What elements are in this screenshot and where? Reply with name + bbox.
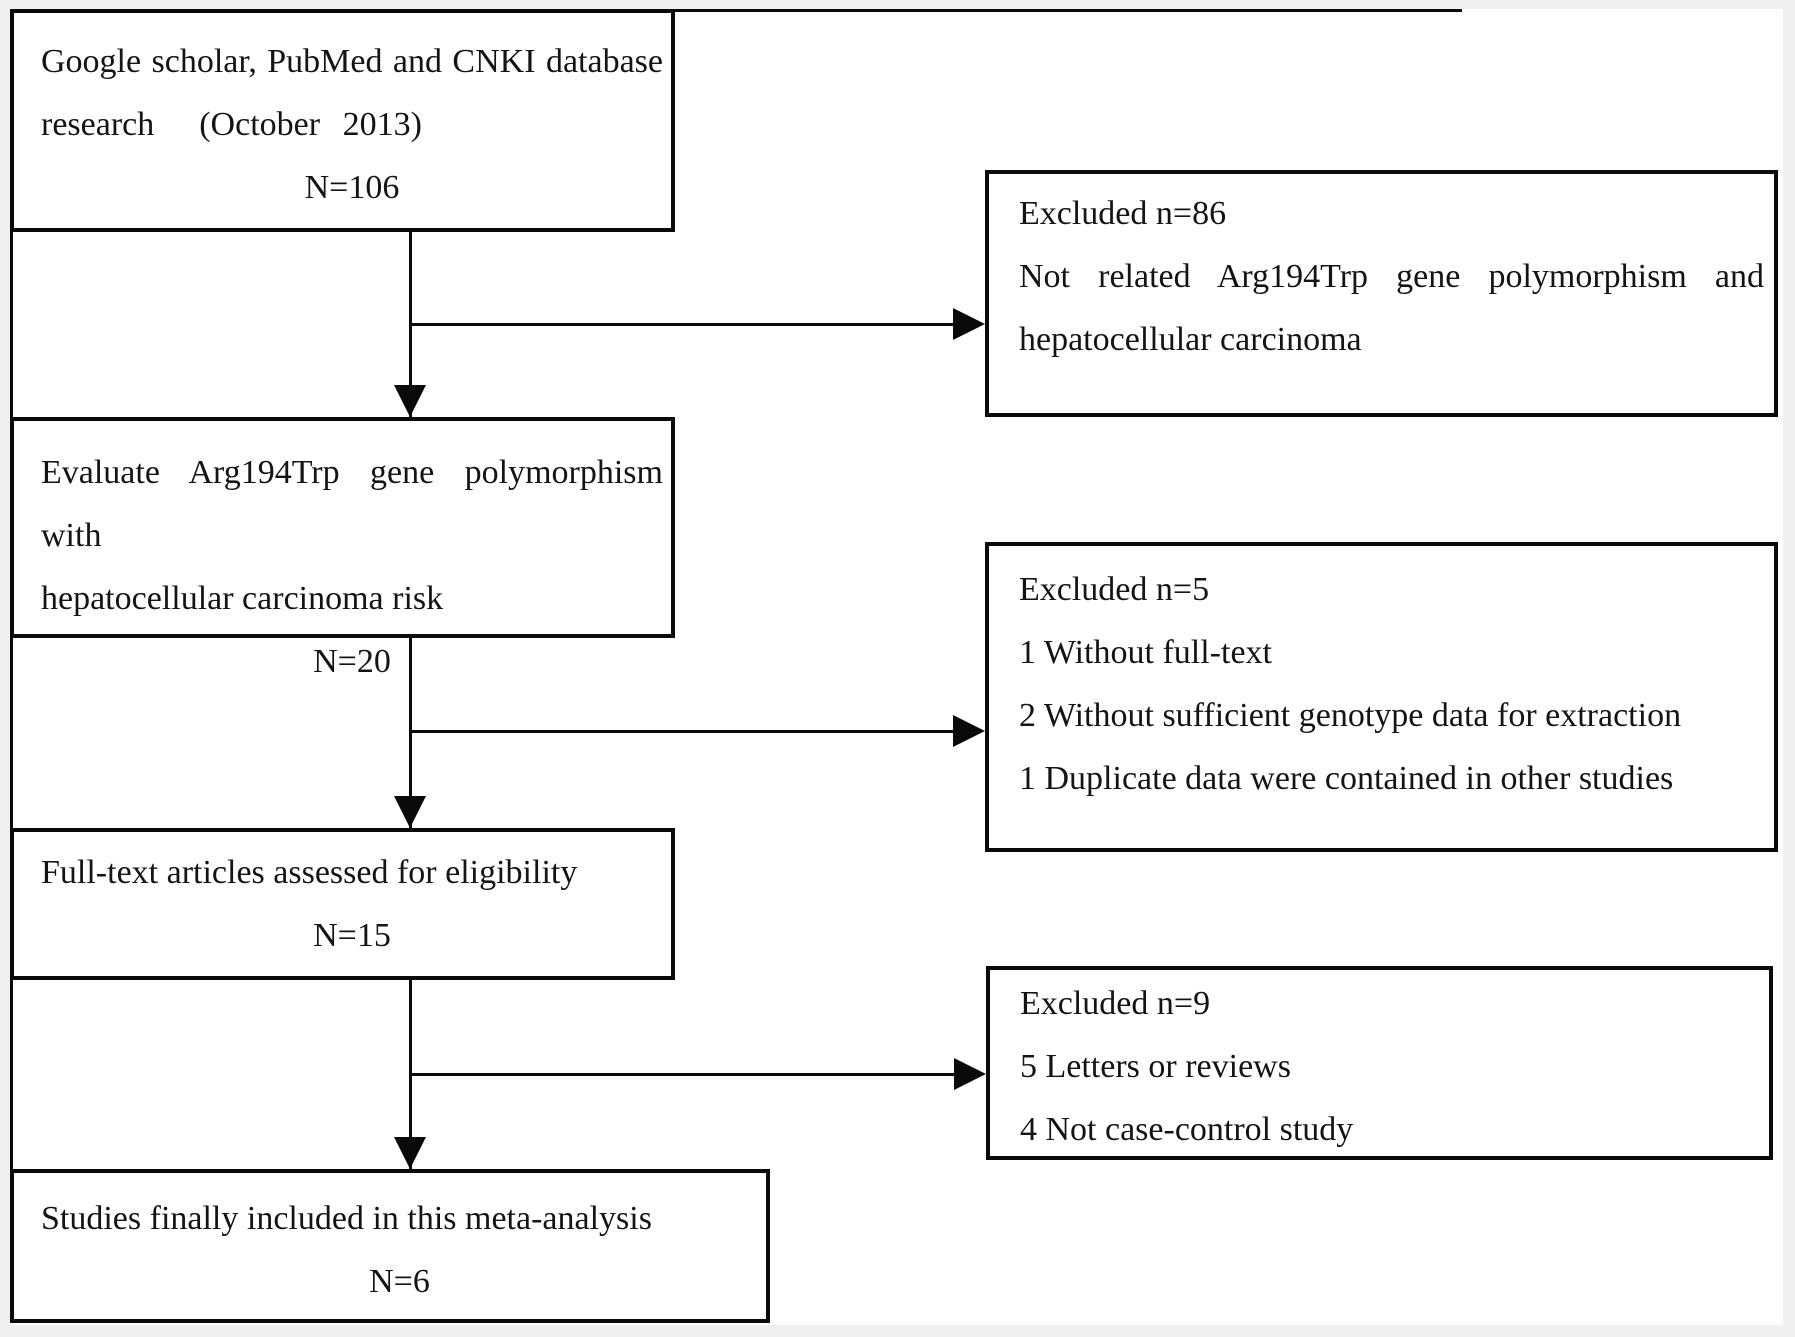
box-evaluate-polymorphism: Evaluate Arg194Trp gene polymorphism wit… xyxy=(10,417,675,680)
box-text-line: Full-text articles assessed for eligibil… xyxy=(41,854,578,891)
arrow-down-2-head xyxy=(394,796,426,828)
box-text-line: 2 Without sufficient genotype data for e… xyxy=(1019,697,1682,734)
box-count-label: N=106 xyxy=(304,169,400,206)
box-text-line: 5 Letters or reviews xyxy=(1020,1048,1291,1085)
arrow-down-3-head xyxy=(394,1137,426,1169)
arrow-right-3-head xyxy=(954,1058,986,1090)
arrow-right-1-head xyxy=(953,308,985,340)
box-database-search: Google scholar, PubMed and CNKI database… xyxy=(10,9,675,232)
box-count-label: N=6 xyxy=(369,1263,430,1300)
box-count-label: N=20 xyxy=(313,643,391,680)
box-text-line: 1 Duplicate data were contained in other… xyxy=(1019,760,1674,797)
box-text-line: Google scholar, PubMed and CNKI database xyxy=(41,43,663,80)
box-text-line: 1 Without full-text xyxy=(1019,634,1272,671)
figure-frame-top-line xyxy=(10,9,1462,12)
box-fulltext-assessed: Full-text articles assessed for eligibil… xyxy=(10,828,675,980)
box-text-line: hepatocellular carcinoma risk xyxy=(41,580,444,617)
box-text-line: research (October 2013) xyxy=(41,106,422,143)
arrow-down-1-head xyxy=(394,385,426,417)
box-count-label: N=15 xyxy=(313,917,391,954)
box-title: Excluded n=86 xyxy=(1019,195,1227,232)
arrow-right-2-line xyxy=(410,730,957,733)
figure-frame-left-line xyxy=(10,9,13,1323)
arrow-down-2-line xyxy=(409,638,412,828)
box-finally-included: Studies finally included in this meta-an… xyxy=(10,1169,770,1323)
box-text-line: Not related Arg194Trp gene polymorphism … xyxy=(1019,258,1764,295)
arrow-right-2-head xyxy=(953,715,985,747)
box-excluded-3: Excluded n=9 5 Letters or reviews 4 Not … xyxy=(986,966,1773,1160)
box-text-line: Evaluate Arg194Trp gene polymorphism wit… xyxy=(41,454,672,554)
box-title: Excluded n=5 xyxy=(1019,571,1210,608)
arrow-right-1-line xyxy=(410,323,957,326)
box-excluded-1: Excluded n=86 Not related Arg194Trp gene… xyxy=(985,170,1778,417)
box-excluded-2: Excluded n=5 1 Without full-text 2 Witho… xyxy=(985,542,1778,852)
box-text-line: hepatocellular carcinoma xyxy=(1019,321,1362,358)
box-title: Excluded n=9 xyxy=(1020,985,1211,1022)
box-text-line: Studies finally included in this meta-an… xyxy=(41,1200,652,1237)
box-text-line: 4 Not case-control study xyxy=(1020,1111,1354,1148)
arrow-right-3-line xyxy=(410,1073,958,1076)
